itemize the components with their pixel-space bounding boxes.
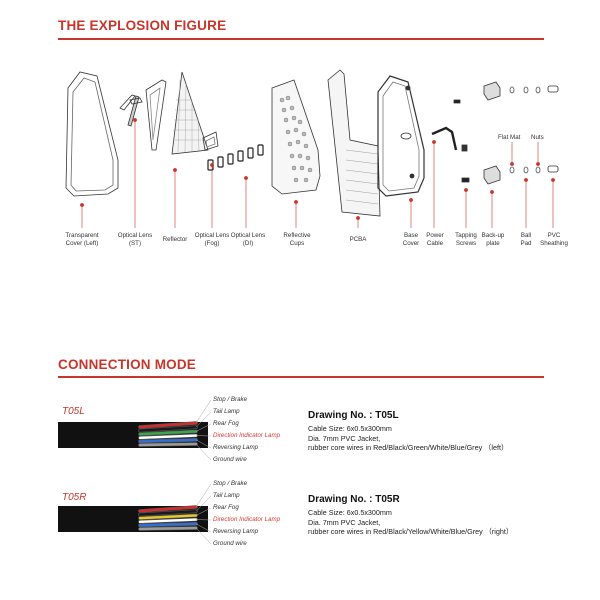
wire-r-3 xyxy=(138,518,198,523)
wire-label-reversing-lamp-r: Reversing Lamp xyxy=(213,528,259,535)
wire-l-1 xyxy=(138,426,198,432)
reflector-frame-drawing xyxy=(145,79,167,151)
base-cover-drawing xyxy=(377,75,425,197)
explosion-title: THE EXPLOSION FIGURE xyxy=(58,18,227,33)
part-label-optical-lens-di: Optical Lens(DI) xyxy=(230,232,266,247)
optical-lens-fog-drawing xyxy=(202,131,219,151)
backup-plate-drawing xyxy=(483,81,501,101)
wire-l-5 xyxy=(138,442,198,447)
part-label-flat-mat: Flat Mat xyxy=(498,134,521,141)
wire-l-2 xyxy=(138,430,198,436)
spec-t05l: Cable Size: 6x0.5x300mm Dia. 7mm PVC Jac… xyxy=(308,424,509,452)
wire-label-reversing-lamp-l: Reversing Lamp xyxy=(213,444,259,451)
part-label-optical-lens-st: Optical Lens(ST) xyxy=(117,232,153,247)
wire-label-stop-brake-l: Stop / Brake xyxy=(213,396,248,403)
wire-leader-l-1 xyxy=(195,411,212,428)
variant-t05r: T05R xyxy=(62,492,87,503)
connection-title: CONNECTION MODE xyxy=(58,357,196,372)
wire-label-rear-fog-r: Rear Fog xyxy=(213,504,239,511)
drawing-title-t05r: Drawing No. : T05R xyxy=(308,494,400,505)
optical-lens-di-drawing xyxy=(207,144,264,171)
wire-label-ground-wire-l: Ground wire xyxy=(213,456,247,463)
wire-leader-r-5 xyxy=(195,527,212,545)
wire-leader-r-4 xyxy=(195,523,212,533)
wire-label-direction-indicator-r: Direction Indicator Lamp xyxy=(213,516,281,523)
optical-lens-st-drawing xyxy=(119,94,136,111)
pvc-sheathing-drawing xyxy=(547,85,559,93)
part-label-pcba: PCBA xyxy=(349,236,367,243)
wire-r-4 xyxy=(138,522,198,527)
wire-leader-l-2 xyxy=(195,423,212,432)
wire-l-3 xyxy=(138,434,198,439)
wire-leader-l-4 xyxy=(195,439,212,449)
wire-l-0 xyxy=(138,421,198,429)
connection-title-rule xyxy=(58,376,544,378)
transparent-cover-drawing xyxy=(65,71,119,197)
wire-r-1 xyxy=(138,510,198,516)
wire-leader-l-0 xyxy=(195,399,212,424)
pcba-drawing xyxy=(327,69,381,217)
wire-label-ground-wire-r: Ground wire xyxy=(213,540,247,547)
wire-label-direction-indicator-l: Direction Indicator Lamp xyxy=(213,432,281,439)
wire-r-0 xyxy=(138,505,198,513)
wire-label-tail-lamp-l: Tail Lamp xyxy=(213,408,240,415)
tapping-screws-drawing xyxy=(453,99,470,183)
wire-leader-r-1 xyxy=(195,495,212,512)
wire-label-rear-fog-l: Rear Fog xyxy=(213,420,239,427)
wire-label-stop-brake-r: Stop / Brake xyxy=(213,480,248,487)
spec-t05r: Cable Size: 6x0.5x300mm Dia. 7mm PVC Jac… xyxy=(308,508,514,536)
wire-label-tail-lamp-r: Tail Lamp xyxy=(213,492,240,499)
explosion-title-rule xyxy=(58,38,544,40)
wire-r-2 xyxy=(138,514,198,520)
part-label-nuts: Nuts xyxy=(531,134,544,141)
wire-r-5 xyxy=(138,526,198,531)
reflector-drawing xyxy=(171,71,209,155)
wire-leader-r-0 xyxy=(195,483,212,508)
variant-t05l: T05L xyxy=(62,406,85,417)
drawing-title-t05l: Drawing No. : T05L xyxy=(308,410,399,421)
part-label-optical-lens-fog: Optical Lens(Fog) xyxy=(194,232,230,247)
part-label-reflector: Reflector xyxy=(162,236,188,243)
wire-leader-r-2 xyxy=(195,507,212,516)
power-cable-drawing xyxy=(431,126,458,151)
wire-l-4 xyxy=(138,438,198,443)
wire-leader-l-5 xyxy=(195,443,212,461)
